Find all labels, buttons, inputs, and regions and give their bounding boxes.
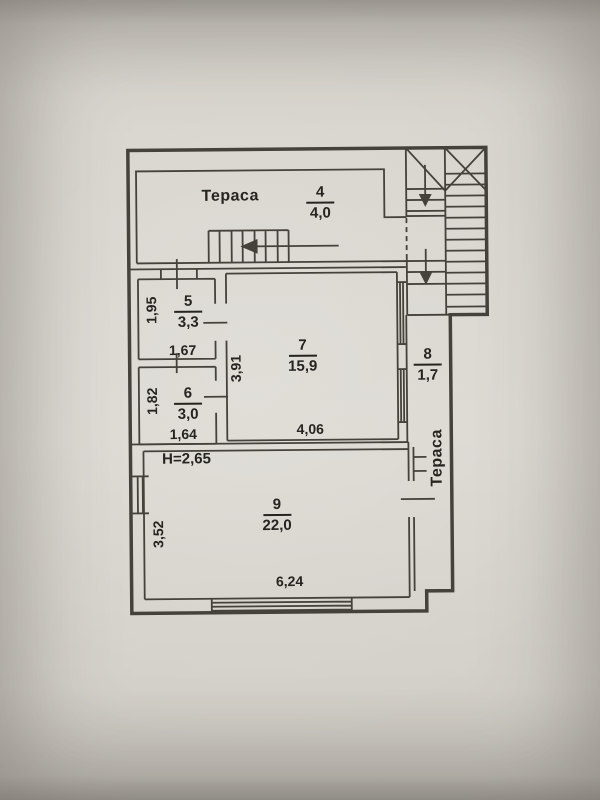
terrace-walls bbox=[128, 168, 407, 271]
terrace-steps-arrow bbox=[240, 238, 339, 254]
window-strip-2 bbox=[397, 368, 408, 424]
room-5-area: 3,3 bbox=[177, 313, 199, 331]
outer-walls bbox=[126, 145, 490, 616]
room-6-width-dim: 1,64 bbox=[169, 425, 197, 443]
room-9-depth-dim: 3,52 bbox=[150, 520, 167, 548]
room-9-number: 9 bbox=[262, 496, 292, 516]
room-9-area: 22,0 bbox=[262, 516, 292, 534]
room-9-width-dim: 6,24 bbox=[275, 572, 304, 590]
room-7-label: 7 15,9 bbox=[288, 337, 318, 375]
room-5-width-dim: 1,67 bbox=[168, 341, 197, 359]
room-9-label: 9 22,0 bbox=[262, 496, 292, 534]
room-5-label: 5 3,3 bbox=[174, 293, 203, 331]
room-7-number: 7 bbox=[288, 337, 317, 357]
room-6-number: 6 bbox=[173, 385, 203, 405]
terrace-top-label: Тераса bbox=[201, 187, 260, 205]
room-6-depth-dim: 1,82 bbox=[143, 387, 161, 415]
room-8-number: 8 bbox=[413, 346, 442, 366]
staircase bbox=[404, 146, 488, 316]
room-9-window-bottom bbox=[210, 597, 353, 613]
room-4-area: 4,0 bbox=[309, 204, 331, 222]
room-5-depth-dim: 1,95 bbox=[143, 296, 160, 324]
staircase-down-arrow-bottom bbox=[419, 248, 433, 285]
terrace-step-marks bbox=[413, 455, 427, 472]
room-5-number: 5 bbox=[174, 293, 203, 313]
room-9-walls bbox=[130, 441, 435, 601]
room-6-label: 6 3,0 bbox=[173, 385, 203, 423]
room-7-width-dim: 4,06 bbox=[296, 420, 324, 438]
room-8-label: 8 1,7 bbox=[413, 346, 442, 384]
room-5-walls bbox=[137, 259, 228, 361]
ceiling-height-label: H=2,65 bbox=[162, 450, 211, 468]
room-7-depth-dim: 3,91 bbox=[227, 354, 244, 383]
terrace-right-label: Тераса bbox=[428, 428, 446, 487]
room-8-area: 1,7 bbox=[417, 366, 439, 384]
room-4-label: 4 4,0 bbox=[306, 184, 335, 222]
room-4-number: 4 bbox=[306, 184, 335, 204]
vent-shaft bbox=[159, 259, 198, 290]
room-7-walls bbox=[224, 271, 409, 443]
room-9-window-left bbox=[130, 475, 149, 515]
room-6-area: 3,0 bbox=[177, 405, 199, 423]
room-7-area: 15,9 bbox=[288, 357, 318, 375]
window-strip-1 bbox=[396, 281, 407, 346]
staircase-down-arrow-top bbox=[418, 164, 432, 207]
